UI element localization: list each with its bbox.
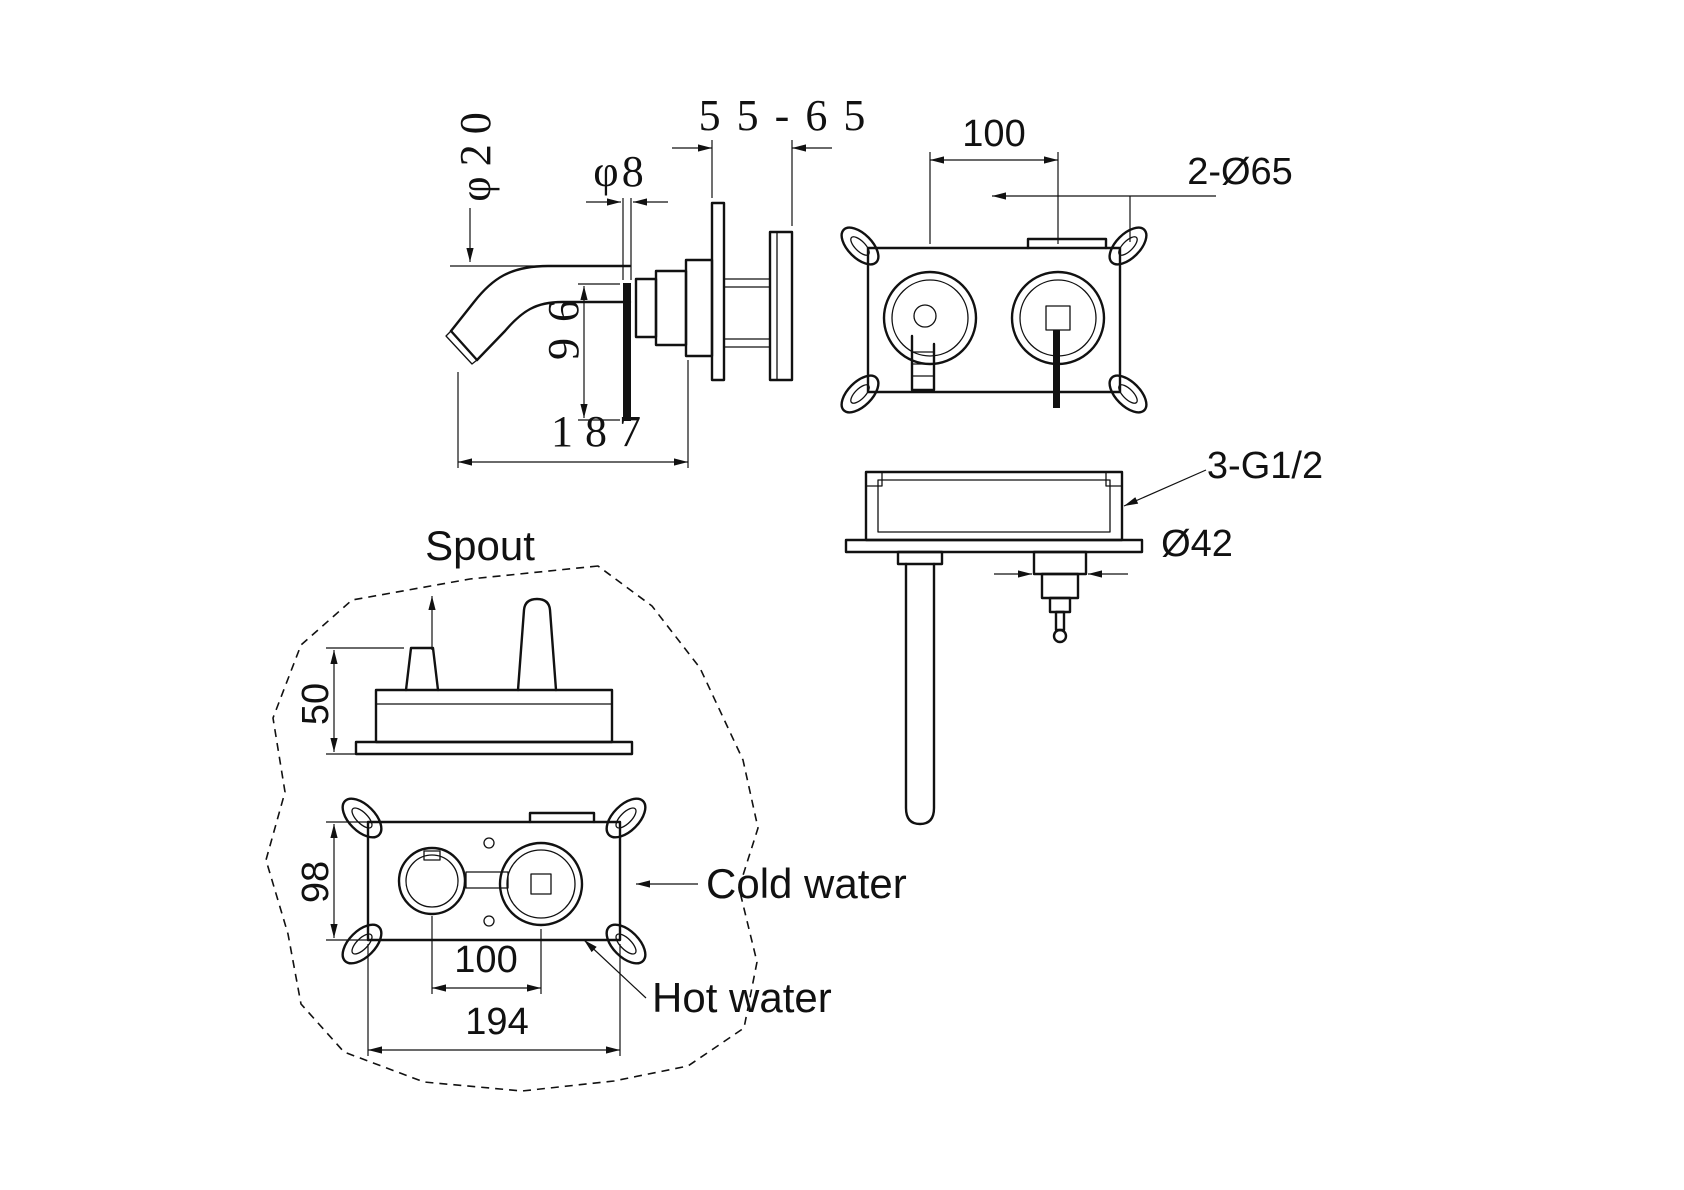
cold-water-text: Cold water [706,860,907,907]
ear-top-right [605,797,647,839]
spout-outline [445,264,632,365]
mounting-ear-bottom-right [1108,374,1148,414]
dim-wall-depth-text: 55-65 [699,91,882,140]
spout-label-text: Spout [425,522,535,569]
spout-port [882,270,978,392]
ear-top-left [341,797,383,839]
dim-depth: 50 [295,647,404,755]
dim-spout-reach: 187 [457,360,689,468]
label-plate [465,871,509,889]
dim-inlet-spacing: 100 [431,916,542,994]
screw-hole-bottom [483,915,495,927]
dim-spout-diameter-text: φ20 [451,102,500,201]
ear-bottom-right [605,923,647,965]
mounting-ear-top-right [1108,226,1148,266]
dim-hole-spacing: 100 [929,113,1059,244]
wall-plate [710,201,794,382]
wall-cutout-outline [265,565,759,1092]
dim-cartridge-diameter: Ø42 [994,523,1233,578]
rough-in-box [844,470,1144,554]
dim-handle-diameter: φ8 [586,147,668,280]
dim-trim-holes-text: 2-Ø65 [1187,151,1293,193]
ear-bottom-left [341,923,383,965]
spout-callout: Spout [425,522,535,650]
hot-water-callout: Hot water [583,939,832,1021]
dim-handle-length: 96 [539,283,620,421]
screw-hole-top [483,837,495,849]
rough-in-side-elevation [354,597,634,756]
dim-spout-reach-text: 187 [551,407,653,456]
spout-tube [896,550,944,826]
dim-cartridge-diameter-text: Ø42 [1161,523,1233,565]
mounting-ear-top-left [840,226,880,266]
dim-handle-length-text: 96 [539,284,588,360]
mixer-inlet-port [498,841,584,927]
callout-inlet-thread: 3-G1/2 [1123,445,1323,507]
mounting-ear-bottom-left [840,374,880,414]
dim-body-height-text: 98 [295,861,337,903]
section-view: 3-G1/2 Ø42 [844,445,1323,826]
callout-inlet-thread-text: 3-G1/2 [1207,445,1323,487]
rough-in-view: Spout 50 [265,522,907,1092]
dim-trim-holes: 2-Ø65 [992,151,1293,242]
valve-housing [866,237,1122,394]
dim-body-width-text: 194 [465,1001,528,1043]
dim-body-height: 98 [295,821,368,941]
side-view: φ20 55-65 φ8 96 187 [445,91,882,468]
cold-water-callout: Cold water [636,860,907,907]
cartridge-stem [1032,550,1088,644]
valve-body [634,258,714,358]
dim-body-width: 194 [367,944,621,1056]
handle-lever [623,283,631,421]
dim-wall-depth-range: 55-65 [672,91,882,226]
front-view: 100 2-Ø65 [840,113,1293,414]
dim-depth-text: 50 [295,683,337,725]
dim-hole-spacing-text: 100 [962,113,1025,155]
lever-rod [1053,330,1060,408]
dim-handle-diameter-text: φ8 [593,147,646,196]
dim-inlet-spacing-text: 100 [454,939,517,981]
rough-in-front-elevation [341,797,647,965]
hot-water-text: Hot water [652,974,832,1021]
cartridge-port [1010,270,1106,408]
dim-spout-diameter: φ20 [451,102,500,262]
spout-inlet-port [397,846,467,916]
